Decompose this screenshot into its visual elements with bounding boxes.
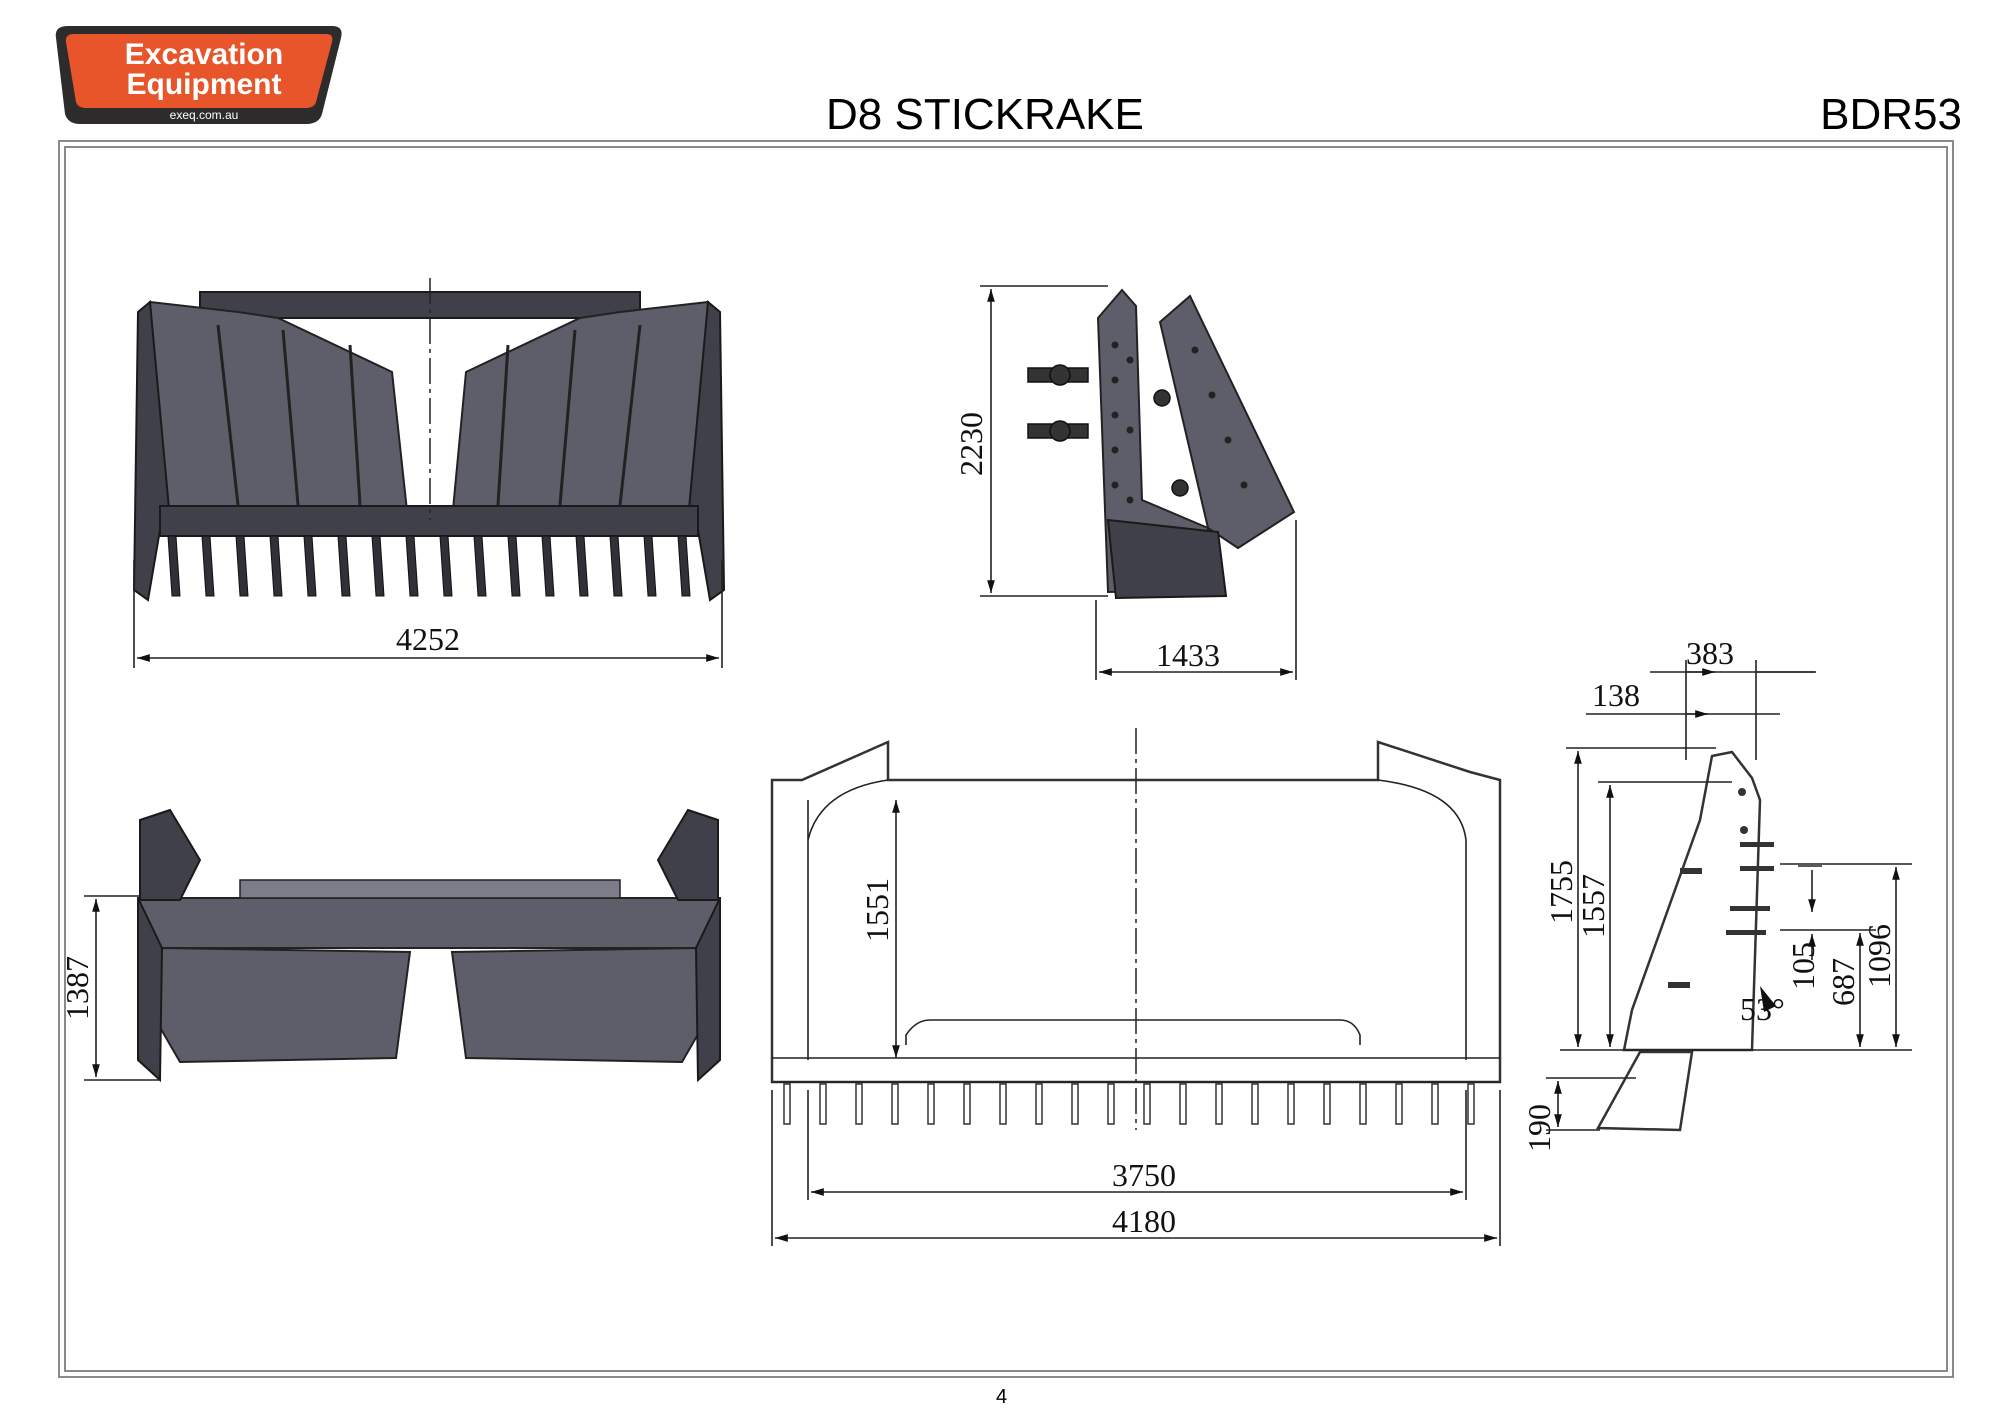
rake-tine — [855, 1083, 863, 1125]
logo-line-1: Excavation — [125, 38, 283, 71]
rake-tine — [201, 535, 215, 597]
rake-tine — [1287, 1083, 1295, 1125]
rake-tine — [891, 1083, 899, 1125]
dimension-inner-width: 3750 — [1112, 1157, 1176, 1193]
rake-tine — [439, 535, 453, 597]
company-logo: Excavation Equipment exeq.com.au — [55, 26, 342, 124]
rake-tine — [1071, 1083, 1079, 1125]
model-code: BDR53 — [1820, 90, 1962, 139]
rake-tine — [473, 535, 487, 597]
dimension-top-depth: 1387 — [59, 956, 95, 1020]
dimension-profile-top: 383 — [1686, 635, 1734, 671]
rake-tine — [575, 535, 589, 597]
front-view: 4252 — [132, 278, 726, 668]
dimension-profile-height-3: 1096 — [1861, 924, 1897, 988]
rake-tine — [677, 535, 691, 597]
rake-tine — [643, 535, 657, 597]
rake-tine — [303, 535, 317, 597]
rake-tine — [235, 535, 249, 597]
rake-tine — [927, 1083, 935, 1125]
rake-tine — [1179, 1083, 1187, 1125]
rake-tine — [1215, 1083, 1223, 1125]
rake-tine — [1107, 1083, 1115, 1125]
rake-tine — [269, 535, 283, 597]
rake-tine — [507, 535, 521, 597]
dimension-profile-height-2: 1557 — [1575, 874, 1611, 938]
dimension-profile-height-1: 1755 — [1543, 860, 1579, 924]
rear-view: 1551 3750 4180 — [770, 728, 1502, 1246]
dimension-rear-height: 1551 — [859, 878, 895, 942]
rake-tine — [783, 1083, 791, 1125]
rake-tine — [541, 535, 555, 597]
page-title: D8 STICKRAKE — [826, 90, 1144, 139]
rake-tine — [1359, 1083, 1367, 1125]
profile-view: 383 138 1755 1557 1096 687 105 53° 190 — [1521, 635, 1912, 1152]
drawing-border-outer — [58, 140, 1954, 1378]
rake-tine — [1467, 1083, 1475, 1125]
rake-tine — [337, 535, 351, 597]
rake-tine — [1035, 1083, 1043, 1125]
rake-tine — [1395, 1083, 1403, 1125]
dimension-front-width: 4252 — [396, 621, 460, 657]
rake-tine — [819, 1083, 827, 1125]
rake-tine — [1251, 1083, 1259, 1125]
rake-tine — [999, 1083, 1007, 1125]
drawing-border-inner — [64, 146, 1948, 1372]
rake-tine — [1143, 1083, 1151, 1125]
logo-url: exeq.com.au — [170, 108, 239, 122]
rake-tine — [609, 535, 623, 597]
dimension-profile-angle: 53° — [1740, 991, 1785, 1027]
dimension-side-height: 2230 — [953, 412, 989, 476]
dimension-side-depth: 1433 — [1156, 637, 1220, 673]
rake-tine — [963, 1083, 971, 1125]
dimension-profile-height-4: 687 — [1825, 958, 1861, 1006]
top-view: 1387 — [59, 808, 722, 1083]
dimension-profile-offset: 138 — [1592, 677, 1640, 713]
logo-line-2: Equipment — [127, 68, 282, 101]
rake-tine — [1431, 1083, 1439, 1125]
rake-tine — [405, 535, 419, 597]
page-number: 4 — [996, 1386, 1008, 1408]
dimension-tine-drop: 190 — [1521, 1104, 1557, 1152]
rake-tine — [1323, 1083, 1331, 1125]
rake-tine — [167, 535, 181, 597]
dimension-profile-gap: 105 — [1785, 942, 1821, 990]
dimension-overall-width: 4180 — [1112, 1203, 1176, 1239]
side-view: 2230 1433 — [953, 285, 1297, 680]
rake-tine — [371, 535, 385, 597]
